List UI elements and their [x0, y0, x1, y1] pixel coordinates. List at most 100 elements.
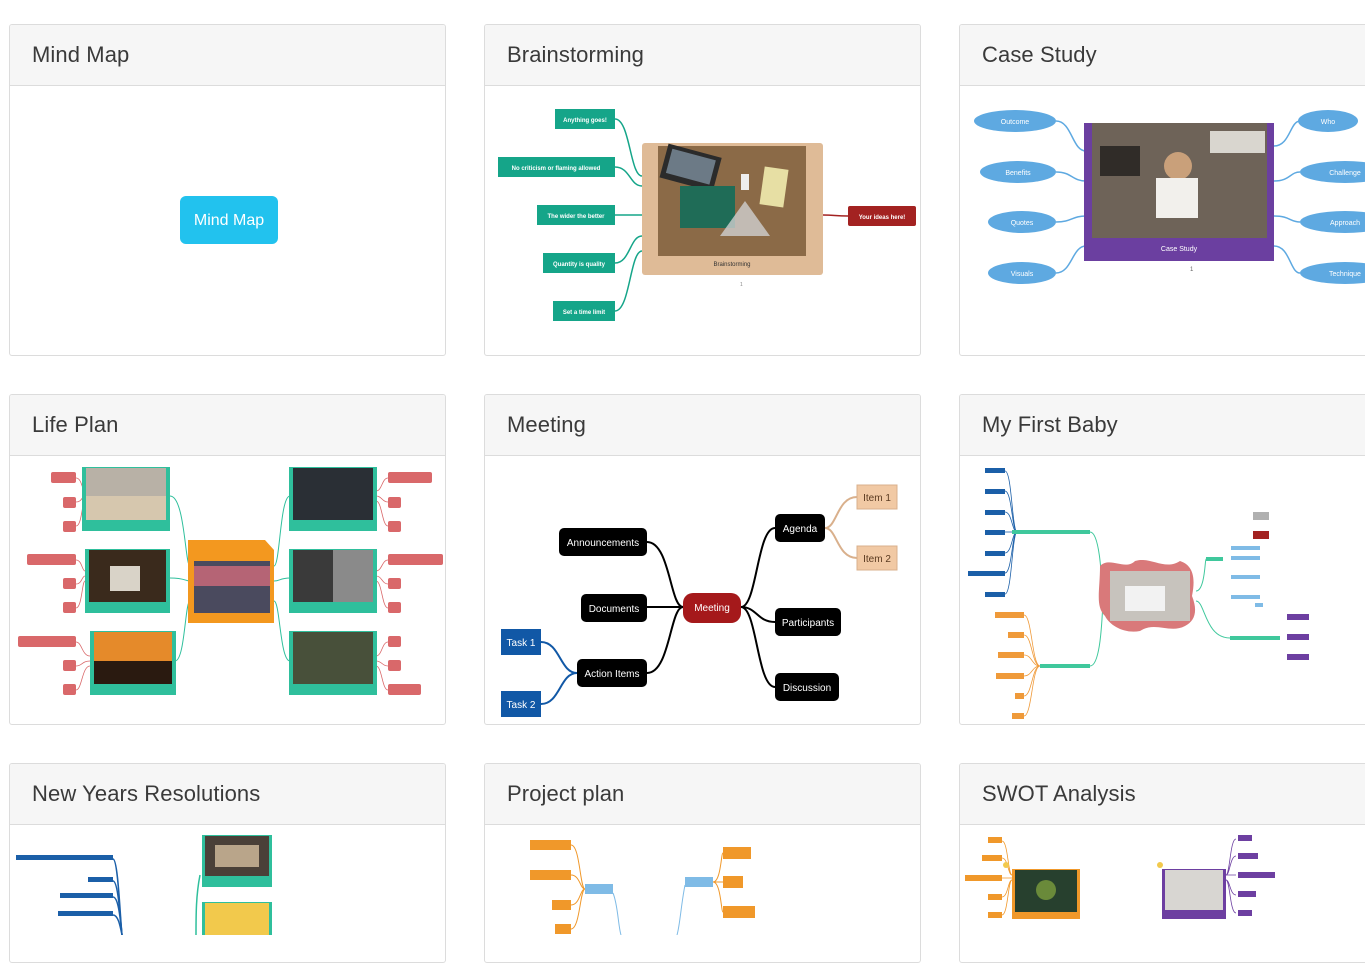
idea-node-label: No criticism or flaming allowed [512, 166, 601, 172]
card-title: Project plan [507, 781, 625, 806]
link-count: 1 [1190, 267, 1194, 273]
central-node [180, 196, 278, 244]
topic-node-label: Discussion [783, 683, 831, 694]
card-header: Life Plan [10, 395, 445, 456]
topic-node [577, 659, 647, 687]
card-title: Mind Map [32, 42, 130, 67]
idea-node [553, 301, 615, 321]
topic-node-label: Visuals [1011, 271, 1034, 278]
card-header: Case Study [960, 25, 1365, 86]
idea-node [848, 206, 916, 226]
card-title: New Years Resolutions [32, 781, 261, 806]
central-node-label: Mind Map [194, 212, 264, 229]
card-title: Life Plan [32, 412, 119, 437]
topic-node-label: Participants [782, 618, 834, 629]
topic-node-label: Outcome [1001, 119, 1030, 126]
card-title: My First Baby [982, 412, 1118, 437]
topic-node [775, 673, 839, 701]
card-title: Brainstorming [507, 42, 645, 67]
idea-node [543, 253, 615, 273]
topic-node [1300, 262, 1365, 284]
topic-node [974, 110, 1056, 132]
topic-node-label: Quotes [1011, 220, 1034, 227]
topic-node [988, 211, 1056, 233]
topic-node [559, 528, 647, 556]
template-card-mind-map[interactable]: Mind Map Mind Map [9, 24, 446, 356]
card-header: Brainstorming [485, 25, 920, 86]
card-header: My First Baby [960, 395, 1365, 456]
idea-node-label: Anything goes! [563, 118, 607, 124]
card-header: SWOT Analysis [960, 764, 1365, 825]
template-thumbnail: Anything goes! No criticism or flaming a… [485, 86, 920, 355]
project-plan-thumbnail-svg [530, 840, 755, 935]
task-node-label: Task 2 [507, 700, 536, 711]
template-thumbnail: Announcements Documents Action Items Tas… [485, 456, 920, 724]
template-thumbnail [960, 456, 1365, 724]
topic-node [1298, 110, 1358, 132]
idea-node-label: The wider the better [547, 214, 605, 220]
card-title: SWOT Analysis [982, 781, 1136, 806]
task-node [501, 691, 541, 717]
topic-node [775, 514, 825, 542]
template-thumbnail [10, 456, 445, 724]
template-card-case-study[interactable]: Case Study Outcome Benefits Quotes Visua… [959, 24, 1365, 356]
topic-node-label: Announcements [567, 538, 639, 549]
task-node [501, 629, 541, 655]
topic-node-label: Approach [1330, 220, 1360, 227]
topic-node-label: Agenda [783, 524, 818, 535]
topic-node [775, 608, 841, 636]
template-thumbnail: Mind Map [10, 86, 445, 355]
idea-node [537, 205, 615, 225]
topic-node-label: Benefits [1005, 170, 1031, 177]
card-header: New Years Resolutions [10, 764, 445, 825]
central-node [683, 593, 741, 623]
idea-node-label: Set a time limit [563, 310, 605, 316]
task-node-label: Task 1 [507, 638, 536, 649]
template-thumbnail [960, 825, 1365, 962]
topic-node-label: Technique [1329, 271, 1361, 278]
central-node-label: Meeting [694, 603, 730, 614]
template-card-my-first-baby[interactable]: My First Baby [959, 394, 1365, 725]
idea-node-label: Your ideas here! [859, 215, 906, 221]
card-title: Meeting [507, 412, 586, 437]
item-node [856, 545, 898, 571]
topic-node [581, 594, 647, 622]
topic-node [1300, 161, 1365, 183]
central-node-label: Case Study [1161, 246, 1198, 253]
template-card-brainstorming[interactable]: Brainstorming Anything goes! No criticis… [484, 24, 921, 356]
life-plan-thumbnail-svg [18, 467, 443, 695]
idea-node [555, 109, 615, 129]
template-card-project-plan[interactable]: Project plan [484, 763, 921, 963]
card-header: Project plan [485, 764, 920, 825]
template-card-meeting[interactable]: Meeting Announcements Documents [484, 394, 921, 725]
topic-node-label: Action Items [584, 669, 639, 680]
brainstorming-thumbnail-svg: Anything goes! No criticism or flaming a… [498, 109, 916, 321]
idea-node-label: Quantity is quality [553, 262, 606, 268]
new-years-thumbnail-svg [16, 835, 272, 935]
template-card-new-years-resolutions[interactable]: New Years Resolutions [9, 763, 446, 963]
central-node-label: Brainstorming [713, 262, 750, 268]
template-thumbnail: Outcome Benefits Quotes Visuals Case Stu… [960, 86, 1365, 355]
topic-node-label: Who [1321, 119, 1336, 126]
template-thumbnail [485, 825, 920, 962]
card-header: Mind Map [10, 25, 445, 86]
item-node-label: Item 2 [863, 554, 891, 565]
my-first-baby-thumbnail-svg [968, 468, 1309, 719]
template-card-life-plan[interactable]: Life Plan [9, 394, 446, 725]
case-study-thumbnail-svg: Outcome Benefits Quotes Visuals Case Stu… [974, 110, 1365, 284]
template-card-swot-analysis[interactable]: SWOT Analysis [959, 763, 1365, 963]
topic-node [1300, 211, 1365, 233]
card-title: Case Study [982, 42, 1097, 67]
topic-node-label: Challenge [1329, 170, 1361, 177]
meeting-thumbnail-svg: Announcements Documents Action Items Tas… [501, 484, 898, 717]
topic-node [980, 161, 1056, 183]
item-node-label: Item 1 [863, 493, 891, 504]
idea-node [498, 157, 615, 177]
link-count: 1 [740, 282, 743, 288]
template-thumbnail [10, 825, 445, 962]
swot-thumbnail-svg [965, 835, 1275, 919]
topic-node [988, 262, 1056, 284]
item-node [856, 484, 898, 510]
card-header: Meeting [485, 395, 920, 456]
topic-node-label: Documents [589, 604, 640, 615]
